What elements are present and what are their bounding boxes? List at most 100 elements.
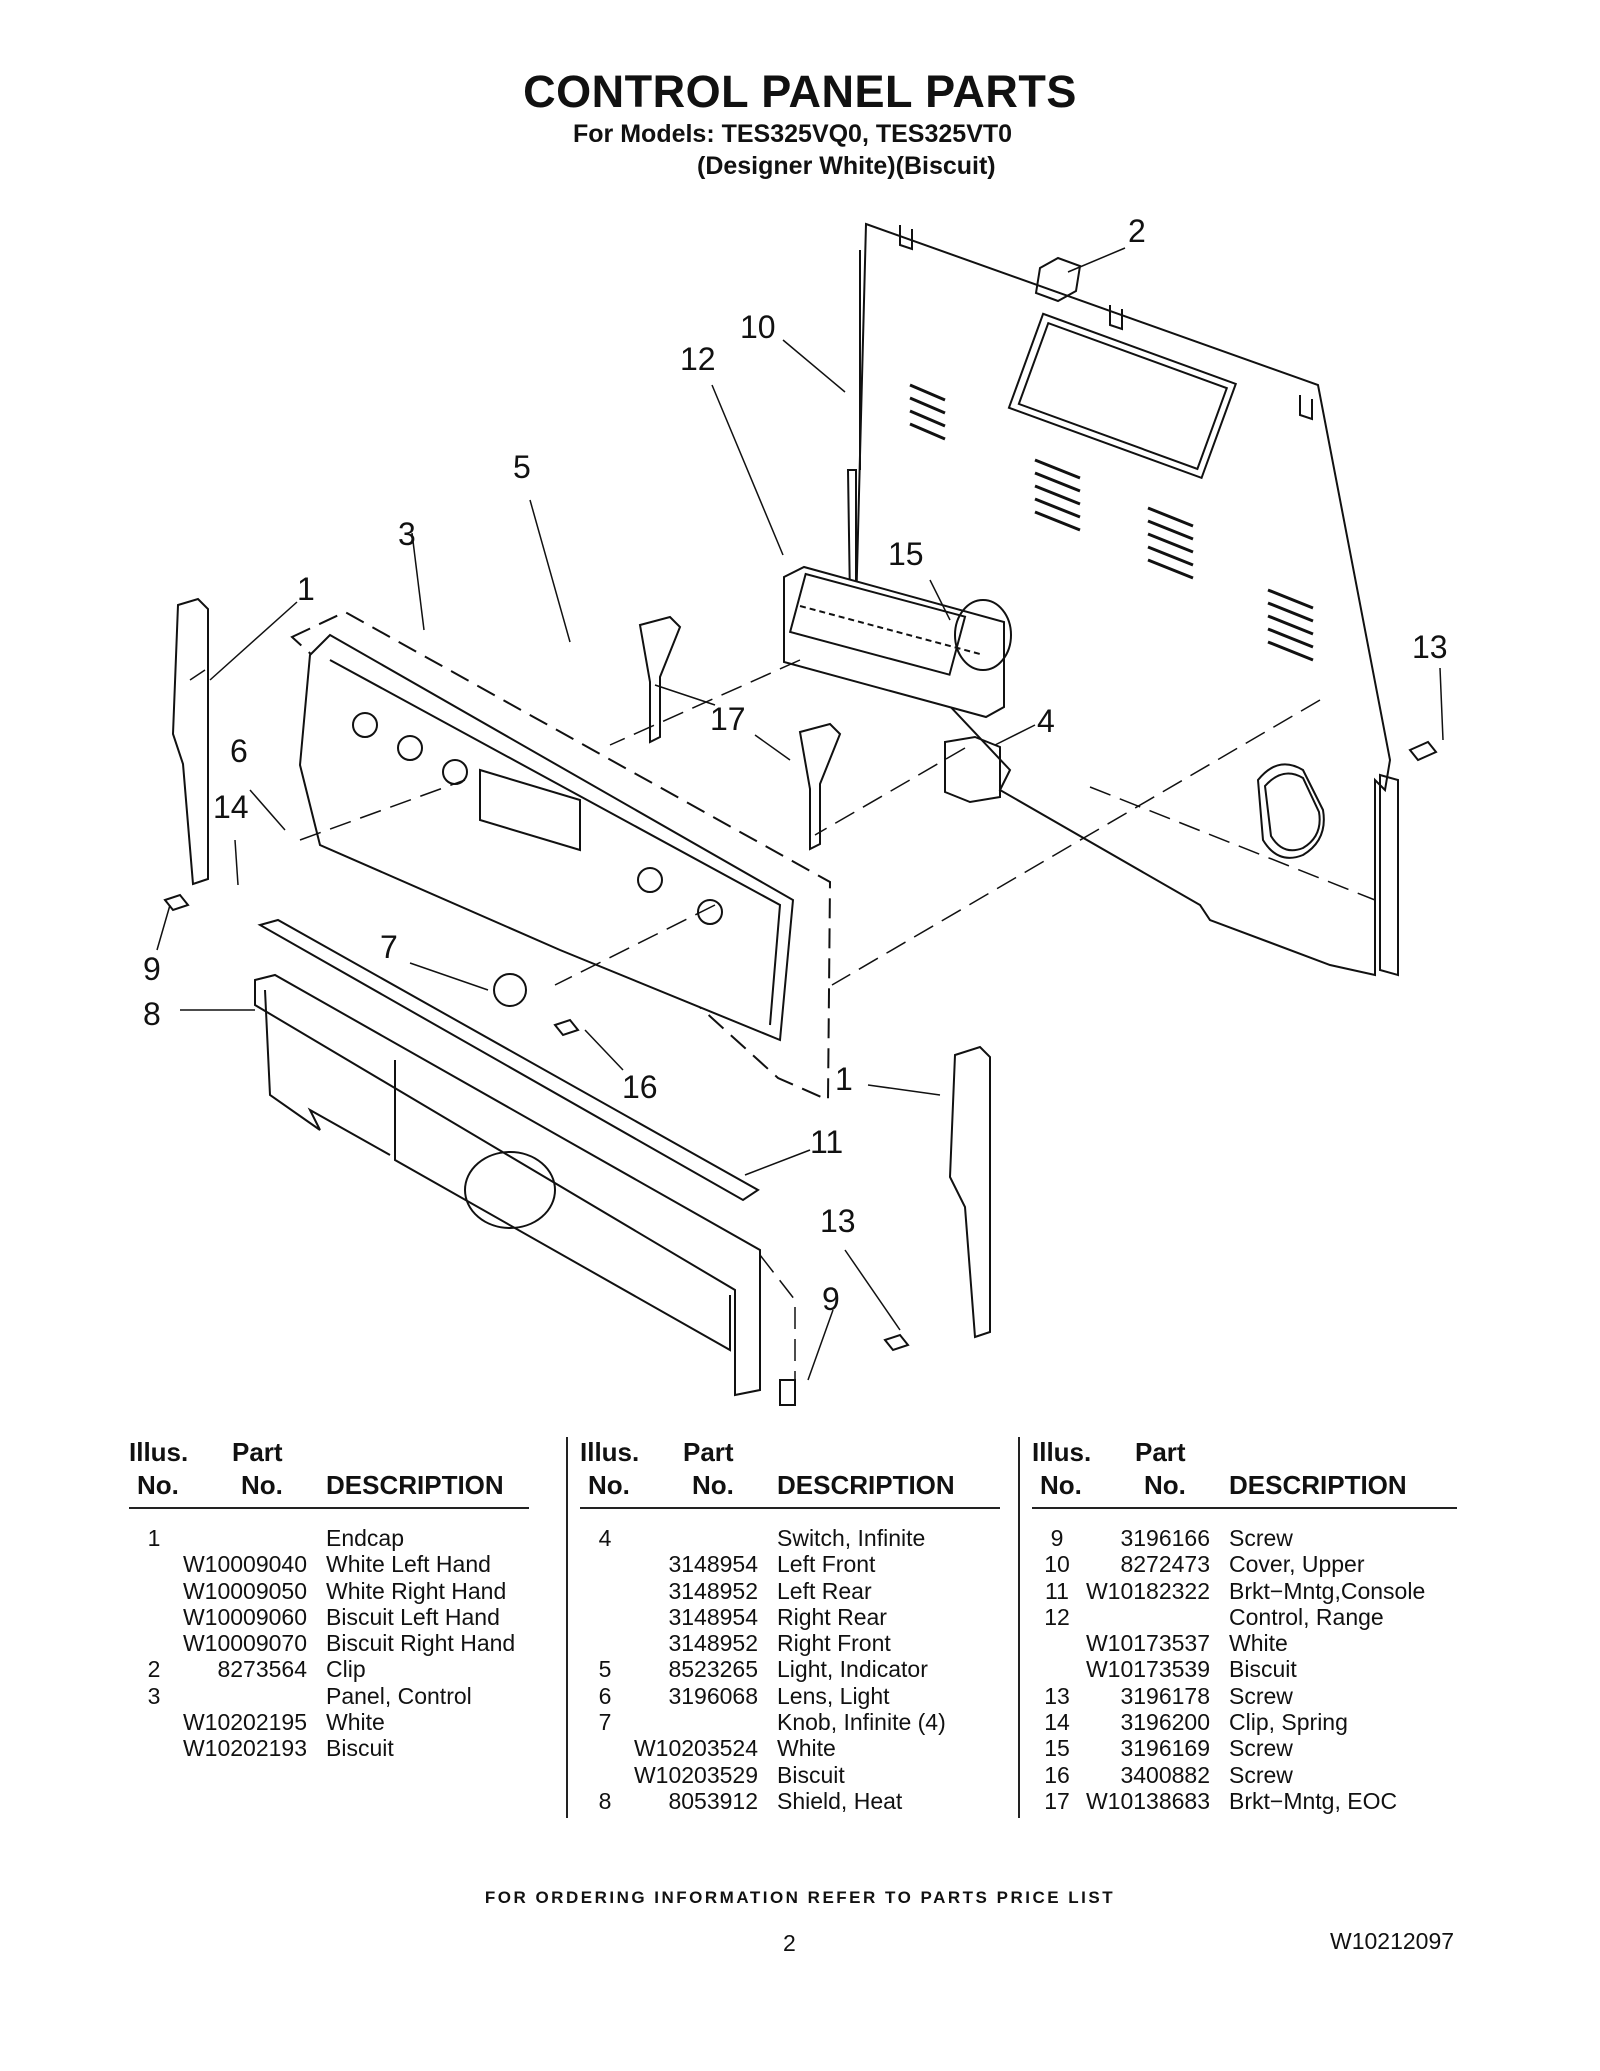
parts-table-2: Illus. No. Part No. DESCRIPTION 4 Switch,…	[580, 1437, 1000, 1814]
table-header: Illus. No. Part No. DESCRIPTION	[580, 1437, 1000, 1509]
parts-table-3: Illus. No. Part No. DESCRIPTION 9 3196166…	[1032, 1437, 1457, 1814]
illus-no-cell: 1	[147, 1525, 161, 1551]
clip-part	[1034, 256, 1082, 303]
description-cell: Brkt−Mntg,Console	[1229, 1577, 1426, 1604]
callout-14: 14	[213, 789, 249, 825]
page-number: 2	[783, 1930, 796, 1956]
part-no-cell: 3400882	[1120, 1761, 1210, 1788]
callout-8: 8	[143, 996, 161, 1032]
console-bracket-part	[257, 918, 760, 1202]
bracket-part	[798, 722, 842, 851]
callout-13: 13	[1412, 629, 1448, 665]
callout-9b: 9	[822, 1281, 840, 1317]
switch-part	[944, 735, 1001, 804]
part-no-cell: 3196178	[1120, 1682, 1210, 1709]
description-cell: White	[777, 1735, 836, 1762]
part-no-cell: W10009050	[182, 1577, 307, 1604]
description-cell: Switch, Infinite	[777, 1525, 926, 1551]
callout-4: 4	[1037, 703, 1055, 739]
callout-12: 12	[680, 341, 716, 377]
endcap-right-part	[948, 1045, 991, 1339]
part-no-cell: W10203529	[633, 1761, 758, 1788]
callout-3: 3	[398, 516, 416, 552]
description-cell: Cover, Upper	[1229, 1551, 1365, 1578]
illus-no-cell: 15	[1044, 1735, 1070, 1762]
description-cell: Endcap	[326, 1525, 405, 1551]
screw-part	[163, 893, 190, 912]
description-cell: Left Rear	[777, 1577, 872, 1604]
illus-no-cell: 2	[147, 1656, 161, 1683]
description-cell: Biscuit Left Hand	[326, 1603, 500, 1630]
illus-no-cell: 16	[1044, 1761, 1070, 1788]
description-cell: Biscuit	[777, 1761, 845, 1788]
illus-no-cell: 7	[598, 1709, 612, 1736]
illus-no-cell: 17	[1044, 1787, 1070, 1814]
description-cell: Biscuit	[1229, 1656, 1297, 1683]
document-number: W10212097	[1330, 1928, 1455, 1954]
callout-10: 10	[740, 309, 776, 345]
screw-part	[883, 1333, 910, 1352]
models-line: For Models: TES325VQ0, TES325VT0	[573, 120, 1013, 148]
part-no-cell: W10202193	[182, 1735, 307, 1762]
illus-no-cell: 9	[1050, 1525, 1064, 1551]
part-no-cell: W10173539	[1085, 1656, 1210, 1683]
description-cell: White	[1229, 1630, 1288, 1657]
knob-part	[493, 973, 527, 1007]
exploded-parts-diagram: 2 10 12 5 3 15 1 13 17 4 6 14 9 7 8 16 1…	[143, 213, 1448, 1406]
illus-no-cell: 5	[598, 1656, 612, 1683]
part-no-cell: 3148954	[668, 1551, 758, 1578]
part-no-cell: 3196169	[1120, 1735, 1210, 1762]
description-cell: Screw	[1229, 1525, 1293, 1551]
callout-17: 17	[710, 701, 746, 737]
upper-cover-part	[846, 222, 1399, 977]
ordering-note: FOR ORDERING INFORMATION REFER TO PARTS …	[484, 1888, 1116, 1907]
page-title: CONTROL PANEL PARTS	[523, 66, 1077, 117]
callout-11: 11	[810, 1124, 843, 1160]
part-no-cell: 3196166	[1120, 1525, 1210, 1551]
part-no-cell: W10202195	[182, 1709, 307, 1736]
colors-line: (Designer White)(Biscuit)	[697, 152, 996, 180]
callout-15: 15	[888, 536, 924, 572]
heat-shield-part	[254, 973, 761, 1397]
illus-no-cell: 3	[147, 1682, 161, 1709]
description-cell: Light, Indicator	[777, 1656, 928, 1683]
description-cell: Panel, Control	[326, 1682, 472, 1709]
part-no-cell: 8053912	[668, 1787, 758, 1814]
column-divider	[566, 1437, 568, 1818]
illus-no-cell: 12	[1044, 1603, 1070, 1630]
illus-no-cell: 6	[598, 1682, 612, 1709]
description-cell: Screw	[1229, 1682, 1293, 1709]
description-cell: White Left Hand	[326, 1551, 491, 1578]
column-divider	[1018, 1437, 1020, 1818]
screw-part	[553, 1018, 580, 1037]
description-cell: Right Rear	[777, 1603, 887, 1630]
table-header: Illus. No. Part No. DESCRIPTION	[1032, 1437, 1457, 1509]
illus-no-cell: 13	[1044, 1682, 1070, 1709]
description-cell: White	[326, 1709, 385, 1736]
table-header: Illus. No. Part No. DESCRIPTION	[129, 1437, 529, 1509]
description-cell: Control, Range	[1229, 1603, 1384, 1630]
description-cell: Left Front	[777, 1551, 876, 1578]
callout-1: 1	[297, 571, 315, 607]
part-no-cell: W10009060	[182, 1603, 307, 1630]
description-cell: Shield, Heat	[777, 1787, 903, 1814]
part-no-cell: 8272473	[1120, 1551, 1210, 1578]
callout-7: 7	[380, 929, 398, 965]
description-cell: Right Front	[777, 1630, 891, 1657]
callout-2: 2	[1128, 213, 1146, 249]
range-control-part	[783, 565, 1005, 719]
part-no-cell: 3148952	[668, 1577, 758, 1604]
description-cell: Lens, Light	[777, 1682, 890, 1709]
description-cell: Clip	[326, 1656, 366, 1683]
part-no-cell: W10138683	[1085, 1787, 1210, 1814]
callout-5: 5	[513, 449, 531, 485]
illus-no-cell: 11	[1045, 1577, 1069, 1604]
control-panel-part	[290, 610, 832, 1102]
callout-16: 16	[622, 1069, 658, 1105]
screw-part	[779, 1379, 796, 1406]
part-no-cell: W10173537	[1085, 1630, 1210, 1657]
illus-no-cell: 4	[598, 1525, 612, 1551]
part-no-cell: 3148952	[668, 1630, 758, 1657]
description-cell: White Right Hand	[326, 1577, 507, 1604]
